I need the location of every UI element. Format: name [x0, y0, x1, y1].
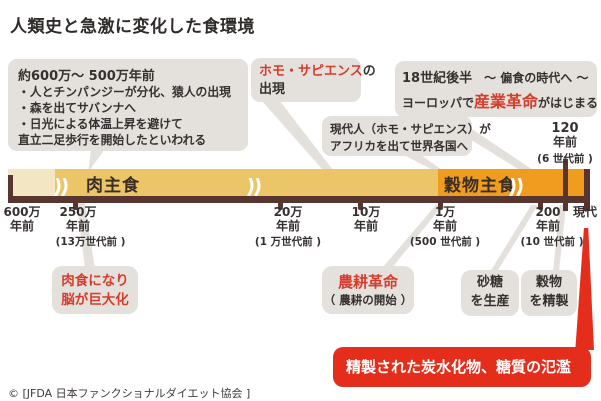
timeline-break-icon [53, 178, 68, 208]
axis-left-cap [8, 175, 13, 203]
refined-carbs-banner: 精製された炭水化物、糖質の氾濫 [333, 347, 591, 387]
tick-label-1man: 1万 年前 [432, 205, 457, 233]
bubble-sugar-production: 砂糖 を生産 [461, 270, 519, 316]
bubble-agricultural-revolution: 農耕革命 （ 農耕の開始 ） [322, 266, 414, 314]
callout-industrial-revolution: 18世紀後半〜 偏食の時代へ 〜 ヨーロッパで産業革命がはじまる [395, 61, 598, 117]
timeline-break-icon [246, 178, 261, 208]
tick-120 [563, 159, 568, 211]
gen-label-1man: (500 世代前 ) [409, 236, 481, 248]
tick-label-10man: 10万 年前 [351, 205, 381, 233]
grain-diet-label: 穀物主食 [444, 176, 516, 196]
gen-label-200: (10 世代前 ) [520, 236, 584, 248]
gen-label-250man: (13万世代前 ) [55, 236, 126, 248]
tick-20man [278, 196, 283, 210]
callout-origin-heading: 約600万〜 500万年前 [18, 69, 155, 84]
timeline-segment-meat [55, 169, 438, 197]
bubble-meat-brain: 肉食になり 脳が巨大化 [52, 266, 138, 314]
tick-200 [538, 196, 543, 210]
bubble-grain-refining: 穀物 を精製 [521, 270, 577, 316]
homo-sapiens-red-text: ホモ・サピエンス [259, 64, 363, 79]
tick-label-200: 200 年前 [535, 205, 561, 233]
gen-label-20man: (1 万世代前 ) [254, 236, 322, 248]
tick-250man [73, 196, 78, 210]
tick-label-600man: 600万 年前 [3, 205, 41, 233]
callout-out-of-africa: 現代人（ホモ・サピエンス）が アフリカを出て世界各国へ [322, 116, 491, 156]
callout-homo-sapiens: ホモ・サピエンスの 出現 [251, 58, 376, 102]
tick-label-120: 120 年前 (6 世代前 ) [537, 121, 593, 166]
tick-label-250man: 250万 年前 [59, 205, 97, 233]
tick-10man [358, 196, 363, 210]
callout-origin: 約600万〜 500万年前 ・人とチンパンジーが分化、猿人の出現 ・森を出てサバ… [8, 59, 248, 151]
timeline-break-icon [508, 178, 523, 208]
industrial-revolution-red-text: 産業革命 [474, 92, 539, 111]
timeline-axis [8, 196, 590, 203]
copyright-notice: © [JFDA 日本ファンクショナルダイエット協会 ] [8, 387, 251, 400]
axis-right-cap [584, 169, 590, 211]
tick-label-gendai: 現代 [572, 205, 597, 219]
tick-1man [438, 196, 443, 210]
meat-diet-label: 肉主食 [86, 176, 140, 196]
page-title: 人類史と急激に変化した食環境 [10, 17, 255, 37]
timeline-segment-early [8, 169, 55, 197]
tick-label-20man: 20万 年前 [273, 205, 303, 233]
